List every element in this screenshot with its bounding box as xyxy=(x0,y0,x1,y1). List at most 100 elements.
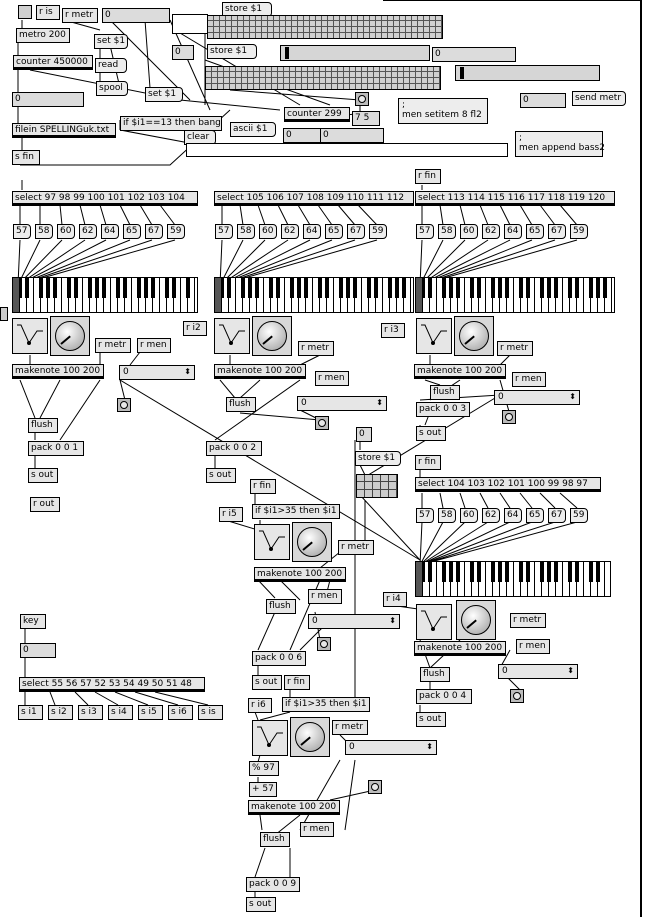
black-key[interactable] xyxy=(526,562,530,583)
black-key[interactable] xyxy=(547,278,551,299)
black-key[interactable] xyxy=(491,562,495,583)
black-key[interactable] xyxy=(227,278,231,299)
keyboard-slider-2[interactable] xyxy=(214,277,414,313)
dial-voice-5[interactable] xyxy=(292,522,332,562)
makenote-voice-4[interactable]: makenote 100 200 xyxy=(414,641,506,656)
black-key[interactable] xyxy=(318,278,322,299)
top-number-box[interactable]: 0 xyxy=(102,8,170,23)
note-message-2-3[interactable]: 62 xyxy=(281,224,299,239)
s-out-voice-6[interactable]: s out xyxy=(246,897,276,912)
black-key[interactable] xyxy=(25,278,29,299)
r-metr-voice-1[interactable]: r metr xyxy=(95,338,131,353)
r-metr-receiver[interactable]: r metr xyxy=(62,8,98,23)
black-key[interactable] xyxy=(575,278,579,299)
counter-object[interactable]: counter 450000 xyxy=(13,55,93,70)
number-box-0b[interactable]: 0 xyxy=(320,128,384,143)
filein-object[interactable]: filein SPELLINGuk.txt xyxy=(12,123,116,138)
r-i3-receiver[interactable]: r i3 xyxy=(381,323,405,338)
black-key[interactable] xyxy=(39,278,43,299)
gswitch-voice-6[interactable] xyxy=(252,720,288,756)
bang-voice-1[interactable] xyxy=(117,398,131,412)
white-key[interactable] xyxy=(404,278,411,312)
white-key[interactable] xyxy=(55,278,62,312)
keyboard-slider-3[interactable] xyxy=(415,277,615,313)
if-gt35-object-a[interactable]: if $i1>35 then $i1 xyxy=(252,504,340,519)
black-key[interactable] xyxy=(477,278,481,299)
white-key[interactable] xyxy=(507,562,514,596)
white-key[interactable] xyxy=(605,278,612,312)
number-box-0a[interactable]: 0 xyxy=(283,128,323,143)
makenote-voice-5[interactable]: makenote 100 200 xyxy=(254,567,346,582)
black-key[interactable] xyxy=(568,562,572,583)
black-key[interactable] xyxy=(442,278,446,299)
black-key[interactable] xyxy=(505,278,509,299)
note-message-4-5[interactable]: 65 xyxy=(526,508,544,523)
counter-299-object[interactable]: counter 299 xyxy=(284,107,350,122)
key-send-2[interactable]: s i3 xyxy=(78,705,103,720)
black-key[interactable] xyxy=(116,278,120,299)
black-key[interactable] xyxy=(519,278,523,299)
if-gt35-object-b[interactable]: if $i1>35 then $i1 xyxy=(282,697,370,712)
r-fin-receiver-bottom[interactable]: r fin xyxy=(284,675,310,690)
black-key[interactable] xyxy=(102,278,106,299)
black-key[interactable] xyxy=(123,278,127,299)
pack-voice-3[interactable]: pack 0 0 3 xyxy=(416,402,470,417)
modulo-97-object[interactable]: % 97 xyxy=(249,761,279,776)
bang-voice-5[interactable] xyxy=(317,637,331,651)
bang-top[interactable] xyxy=(355,92,369,106)
white-key[interactable] xyxy=(458,278,465,312)
black-key[interactable] xyxy=(186,278,190,299)
note-message-1-7[interactable]: 59 xyxy=(167,224,185,239)
white-key[interactable] xyxy=(27,278,34,312)
note-message-1-5[interactable]: 65 xyxy=(123,224,141,239)
note-message-3-2[interactable]: 60 xyxy=(460,224,478,239)
white-key[interactable] xyxy=(355,278,362,312)
black-key[interactable] xyxy=(297,278,301,299)
r-metr-bottom[interactable]: r metr xyxy=(332,720,368,735)
r-is-receiver[interactable]: r is xyxy=(36,5,60,20)
s-out-voice-3[interactable]: s out xyxy=(416,426,446,441)
black-key[interactable] xyxy=(374,278,378,299)
black-key[interactable] xyxy=(540,562,544,583)
black-key[interactable] xyxy=(304,278,308,299)
makenote-voice-3[interactable]: makenote 100 200 xyxy=(414,364,506,379)
white-key[interactable] xyxy=(153,278,160,312)
r-fin-receiver-b[interactable]: r fin xyxy=(250,479,276,494)
matrix-ctrl-middle[interactable] xyxy=(205,66,441,90)
black-key[interactable] xyxy=(589,278,593,299)
black-key[interactable] xyxy=(449,278,453,299)
preset-grid[interactable] xyxy=(356,474,398,498)
black-key[interactable] xyxy=(255,278,259,299)
black-key[interactable] xyxy=(402,278,406,299)
black-key[interactable] xyxy=(526,278,530,299)
bang-voice-3[interactable] xyxy=(502,410,516,424)
black-key[interactable] xyxy=(596,278,600,299)
white-key[interactable] xyxy=(598,562,605,596)
store-message-middle[interactable]: store $1 xyxy=(355,451,401,466)
black-key[interactable] xyxy=(53,278,57,299)
flush-voice-3[interactable]: flush xyxy=(430,385,460,400)
select-object-3[interactable]: select 113 114 115 116 117 118 119 120 xyxy=(415,191,615,206)
white-key[interactable] xyxy=(556,562,563,596)
white-key[interactable] xyxy=(577,278,584,312)
pack-voice-2[interactable]: pack 0 0 2 xyxy=(206,441,262,456)
key-number-box[interactable]: 0 xyxy=(20,643,56,658)
note-message-4-0[interactable]: 57 xyxy=(416,508,434,523)
black-key[interactable] xyxy=(144,278,148,299)
keyboard-slider-4[interactable] xyxy=(415,561,611,597)
black-key[interactable] xyxy=(353,278,357,299)
note-message-2-7[interactable]: 59 xyxy=(369,224,387,239)
white-key[interactable] xyxy=(188,278,195,312)
gswitch-voice-2[interactable] xyxy=(214,318,250,354)
black-key[interactable] xyxy=(276,278,280,299)
note-message-1-4[interactable]: 64 xyxy=(101,224,119,239)
spool-message[interactable]: spool xyxy=(96,81,128,96)
white-key[interactable] xyxy=(104,278,111,312)
note-message-3-3[interactable]: 62 xyxy=(482,224,500,239)
white-key[interactable] xyxy=(76,278,83,312)
dial-voice-2[interactable] xyxy=(252,316,292,356)
set-message-b[interactable]: set $1 xyxy=(145,87,183,102)
white-key[interactable] xyxy=(556,278,563,312)
black-key[interactable] xyxy=(498,278,502,299)
black-key[interactable] xyxy=(18,278,22,299)
